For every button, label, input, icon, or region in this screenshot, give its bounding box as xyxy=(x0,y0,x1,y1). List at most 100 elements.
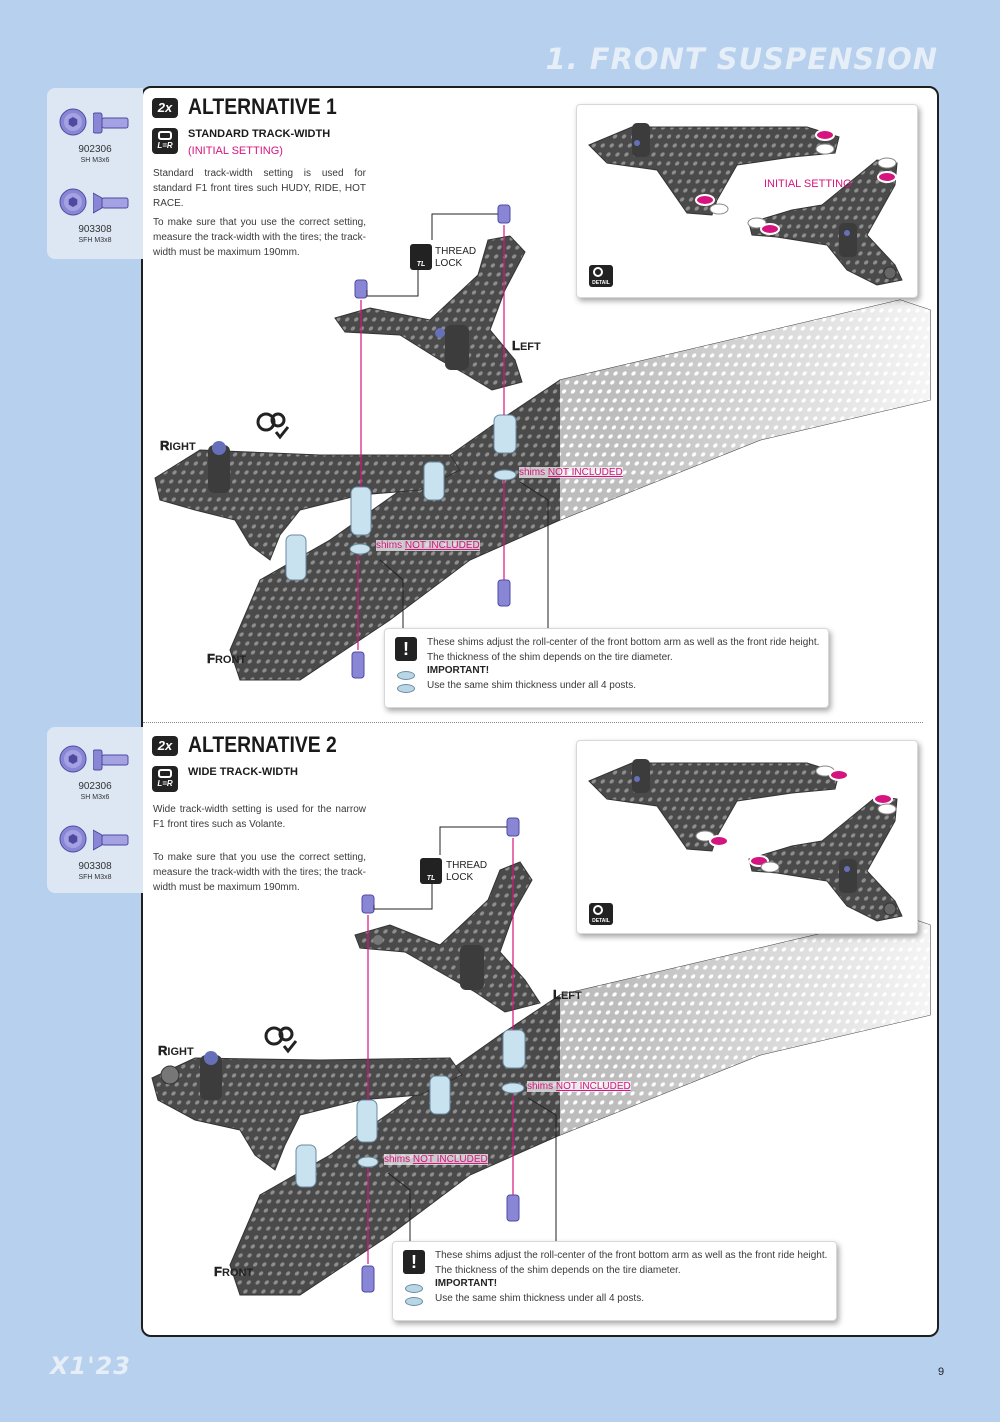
lr-frame xyxy=(158,131,172,140)
thread-lock-label: THREAD LOCK xyxy=(435,246,476,270)
shims-label: shims NOT INCLUDED xyxy=(376,540,480,551)
front-label-rest: RONT xyxy=(214,654,247,666)
detail-box-alt2: DETAIL xyxy=(576,740,918,934)
shims-label: shims NOT INCLUDED xyxy=(519,467,623,478)
detail-illustration xyxy=(588,759,903,922)
screw-head-icon xyxy=(59,745,87,773)
part-spec: SH M3x6 xyxy=(80,157,110,164)
screw-head-icon xyxy=(59,108,87,136)
alternative-2-subtitle: WIDE TRACK-WIDTH xyxy=(188,766,298,778)
warning-icon: ! xyxy=(395,637,417,661)
left-label-initial: L xyxy=(512,338,520,354)
warning-icon: ! xyxy=(403,1250,425,1274)
quantity-badge: 2x xyxy=(152,98,178,118)
thread-lock-label: THREAD LOCK xyxy=(446,860,487,884)
alternative-2-description: Wide track-width setting is used for the… xyxy=(153,804,366,830)
right-label: RIGHT xyxy=(160,438,196,454)
upper-arm-alt2 xyxy=(354,861,541,1013)
left-right-same-icon: L=R xyxy=(152,128,178,154)
part-903308: 903308 SFH M3x8 xyxy=(47,184,143,254)
part-number: 902306 xyxy=(78,781,112,792)
left-label-rest: EFT xyxy=(560,990,582,1002)
flat-screw-side-icon xyxy=(93,192,129,214)
detail-illustration xyxy=(588,123,903,286)
screws-alt1 xyxy=(351,204,511,679)
alternative-1-subtitle: STANDARD TRACK-WIDTH xyxy=(188,128,331,140)
parts-sidebar-alt1: 902306 SH M3x6 903308 SFH M3x8 xyxy=(47,88,143,259)
front-label-initial: F xyxy=(214,1264,222,1280)
thread-lock-leader xyxy=(373,880,433,910)
flat-screw-head-icon xyxy=(59,188,87,216)
detail-icon-label: DETAIL xyxy=(592,280,610,286)
front-label-initial: F xyxy=(207,651,215,667)
left-right-same-icon: L=R xyxy=(152,766,178,792)
alternative-2-title: ALTERNATIVE 2 xyxy=(188,732,337,757)
info-important: IMPORTANT! xyxy=(427,665,490,676)
shims-word: shims xyxy=(384,1154,411,1165)
front-label-rest: RONT xyxy=(221,1267,254,1279)
posts-alt1 xyxy=(285,414,517,581)
shim-leader xyxy=(387,1172,411,1243)
info-text-2: Use the same shim thickness under all 4 … xyxy=(435,1293,644,1304)
info-text-2: Use the same shim thickness under all 4 … xyxy=(427,680,636,691)
left-label-initial: L xyxy=(553,987,561,1003)
right-label-rest: IGHT xyxy=(169,441,196,453)
right-label-initial: R xyxy=(158,1043,168,1059)
detail-magnifier-icon: DETAIL xyxy=(589,265,613,287)
alternative-2-description-2: To make sure that you use the correct se… xyxy=(153,852,366,893)
right-label-rest: IGHT xyxy=(167,1046,194,1058)
part-number: 903308 xyxy=(78,224,112,235)
shim-icon xyxy=(397,671,415,680)
info-text: These shims adjust the roll-center of th… xyxy=(435,1250,828,1276)
part-903308: 903308 SFH M3x8 xyxy=(47,821,143,891)
thread-lock-icon: TL xyxy=(410,244,432,270)
front-label: FRONT xyxy=(207,651,247,667)
lens xyxy=(593,905,603,915)
thread-lock-line1: THREAD xyxy=(446,860,488,871)
detail-magnifier-icon: DETAIL xyxy=(589,903,613,925)
brand-logo: X1'23 xyxy=(50,1352,131,1380)
info-box-alt1: ! These shims adjust the roll-center of … xyxy=(384,628,829,708)
shims-not-included: NOT INCLUDED xyxy=(412,1154,488,1165)
part-number: 902306 xyxy=(78,144,112,155)
lr-label: L=R xyxy=(157,141,173,150)
thread-lock-leader xyxy=(366,265,419,297)
part-spec: SH M3x6 xyxy=(80,794,110,801)
tl-label: TL xyxy=(426,875,436,882)
right-label-initial: R xyxy=(160,438,170,454)
right-label: RIGHT xyxy=(158,1043,194,1059)
info-text: These shims adjust the roll-center of th… xyxy=(427,637,820,663)
screw-side-icon xyxy=(93,749,129,771)
part-902306: 902306 SH M3x6 xyxy=(47,741,143,811)
detail-icon-label: DETAIL xyxy=(592,918,610,924)
lower-arm-alt2 xyxy=(151,1051,463,1171)
thread-lock-leader xyxy=(439,826,507,855)
page-title: 1. FRONT SUSPENSION xyxy=(545,42,938,76)
posts-alt2 xyxy=(295,1029,526,1188)
shims-word: shims xyxy=(519,467,546,478)
parts-sidebar-alt2: 902306 SH M3x6 903308 SFH M3x8 xyxy=(47,727,143,893)
assembly-lines-alt1 xyxy=(357,225,505,650)
front-label: FRONT xyxy=(214,1264,254,1280)
info-important: IMPORTANT! xyxy=(435,1278,498,1289)
tools-gear-icon xyxy=(264,1026,298,1054)
alternative-1-description-2: To make sure that you use the correct se… xyxy=(153,217,366,258)
alternative-1-note: (INITIAL SETTING) xyxy=(188,145,283,157)
thread-lock-icon: TL xyxy=(420,858,442,884)
part-902306: 902306 SH M3x6 xyxy=(47,104,143,174)
shims-word: shims xyxy=(376,540,403,551)
shims-not-included: NOT INCLUDED xyxy=(404,540,480,551)
section-divider xyxy=(143,722,923,723)
part-spec: SFH M3x8 xyxy=(78,874,112,881)
shims-label: shims NOT INCLUDED xyxy=(384,1154,488,1165)
part-number: 903308 xyxy=(78,861,112,872)
screw-side-icon xyxy=(93,112,129,134)
shim-leader xyxy=(379,559,404,630)
shims-not-included: NOT INCLUDED xyxy=(555,1081,631,1092)
lower-arm-alt1 xyxy=(154,441,461,561)
flat-screw-head-icon xyxy=(59,825,87,853)
shim-icon xyxy=(405,1284,423,1293)
lens xyxy=(593,267,603,277)
page-number: 9 xyxy=(938,1366,945,1378)
